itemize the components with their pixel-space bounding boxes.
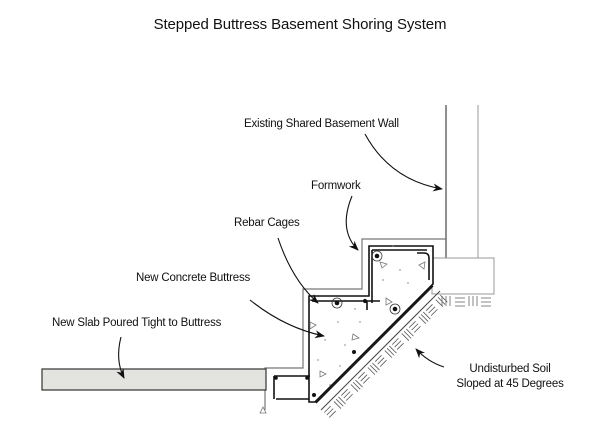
soil-hatch-line xyxy=(345,393,353,401)
rebar-cage-lower xyxy=(273,375,310,400)
soil-hatch-line xyxy=(394,340,402,348)
arrow-undisturbed-soil xyxy=(415,348,445,368)
soil-hatch-line xyxy=(324,405,331,413)
soil-hatch-line xyxy=(425,304,433,311)
soil-hatch-line xyxy=(428,306,436,314)
label-undisturbed-soil: Undisturbed Soil Sloped at 45 Degrees xyxy=(450,362,570,392)
arrow-existing-wall xyxy=(364,133,443,192)
soil-hatch-line xyxy=(430,308,438,316)
label-new-slab: New Slab Poured Tight to Buttress xyxy=(52,317,222,329)
soil-hatch-line xyxy=(418,316,427,324)
soil-hatch-line xyxy=(406,328,414,337)
arrow-rebar-cages xyxy=(277,237,319,304)
soil-hatch-line xyxy=(401,333,410,341)
soil-hatch-line xyxy=(411,323,419,331)
concrete-aggregate xyxy=(259,261,426,414)
rebar-rings xyxy=(331,250,401,315)
existing-footing xyxy=(431,257,495,295)
arrow-new-slab xyxy=(116,336,125,379)
new-slab xyxy=(41,368,267,391)
soil-hatch-line xyxy=(396,342,404,350)
soil-hatch-line xyxy=(350,384,359,392)
soil-hatch-line xyxy=(437,297,446,305)
soil-hatch-line xyxy=(335,398,344,407)
diagram-title: Stepped Buttress Basement Shoring System xyxy=(153,16,447,33)
concrete-speckle xyxy=(317,245,409,386)
soil-hatch-line xyxy=(355,379,363,388)
label-undisturbed-soil-line2: Sloped at 45 Degrees xyxy=(456,378,564,390)
label-rebar-cages: Rebar Cages xyxy=(234,217,300,229)
soil-hatch-line xyxy=(403,331,412,339)
label-new-concrete-buttress: New Concrete Buttress xyxy=(136,272,251,284)
arrow-formwork xyxy=(345,195,359,251)
label-existing-shared-basement-wall: Existing Shared Basement Wall xyxy=(244,118,399,130)
rebar-cage-middle xyxy=(312,300,380,310)
undisturbed-soil-hatch xyxy=(324,294,448,418)
rebar-bars xyxy=(274,253,398,397)
soil-hatch-line xyxy=(328,410,336,418)
soil-hatch-line xyxy=(338,396,346,405)
soil-hatch-line xyxy=(362,376,370,384)
soil-hatch-line xyxy=(357,371,365,379)
soil-hatch-line xyxy=(391,337,399,345)
arrow-new-concrete-buttress xyxy=(249,299,325,339)
soil-hatch-line xyxy=(377,357,385,365)
soil-hatch-line xyxy=(374,354,382,362)
soil-hatch-line xyxy=(341,388,348,396)
soil-hatch-line xyxy=(413,325,421,333)
label-undisturbed-soil-line1: Undisturbed Soil xyxy=(469,363,551,375)
existing-basement-wall xyxy=(445,105,479,258)
soil-hatch-line xyxy=(369,364,378,373)
soil-hatch-line xyxy=(408,321,416,328)
soil-hatch-under-footing xyxy=(441,296,491,307)
soil-hatch-line xyxy=(384,350,393,358)
rebar-cage-upper xyxy=(371,249,430,303)
soil-hatch-line xyxy=(326,408,334,416)
soil-hatch-line xyxy=(343,391,351,399)
soil-hatch-line xyxy=(360,374,368,382)
soil-hatch-line xyxy=(372,362,380,371)
soil-hatch-line xyxy=(423,311,431,320)
concrete-buttress-outline xyxy=(308,245,434,403)
label-formwork: Formwork xyxy=(311,180,361,192)
soil-hatch-line xyxy=(389,345,397,354)
soil-hatch-line xyxy=(333,401,342,409)
soil-hatch-line xyxy=(379,359,387,367)
slope-line xyxy=(315,285,434,404)
soil-hatch-line xyxy=(386,348,395,356)
soil-hatch-line xyxy=(352,381,361,390)
soil-hatch-line xyxy=(367,367,376,375)
soil-hatch-line xyxy=(420,314,429,322)
formwork xyxy=(264,238,446,410)
